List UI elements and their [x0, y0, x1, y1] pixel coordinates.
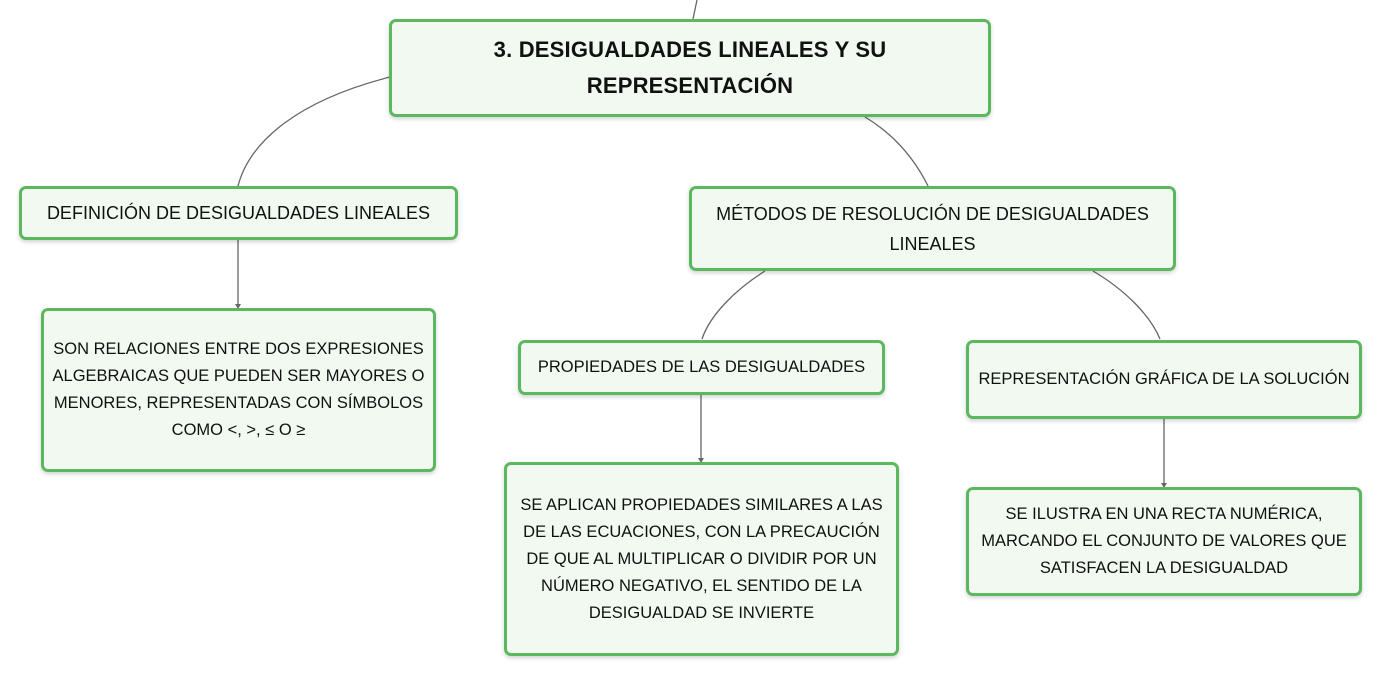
connector-root-to-metodos [864, 116, 929, 187]
arrowhead-propiedades-detail [698, 458, 704, 463]
arrowhead-representacion-detail [1161, 483, 1167, 488]
root-node[interactable]: 3. DESIGUALDADES LINEALES Y SU REPRESENT… [389, 19, 991, 117]
connector-metodos-to-propiedades [701, 270, 766, 340]
representacion-title: REPRESENTACIÓN GRÁFICA DE LA SOLUCIÓN [978, 370, 1350, 388]
connector-parent-to-root [692, 0, 698, 20]
definicion-node[interactable]: DEFINICIÓN DE DESIGUALDADES LINEALES [19, 186, 458, 240]
propiedades-title: PROPIEDADES DE LAS DESIGUALDADES [537, 358, 866, 376]
definicion-detail-node[interactable]: SON RELACIONES ENTRE DOS EXPRESIONES ALG… [41, 308, 436, 472]
connector-root-to-definicion [237, 76, 391, 187]
representacion-detail-text: SE ILUSTRA EN UNA RECTA NUMÉRICA, MARCAN… [981, 505, 1347, 577]
root-title-line-2: REPRESENTACIÓN [586, 73, 794, 98]
representacion-detail-node[interactable]: SE ILUSTRA EN UNA RECTA NUMÉRICA, MARCAN… [966, 487, 1362, 596]
arrowhead-definicion-detail [235, 304, 241, 309]
connector-metodos-to-representacion [1092, 270, 1161, 340]
propiedades-node[interactable]: PROPIEDADES DE LAS DESIGUALDADES [518, 340, 885, 395]
metodos-node[interactable]: MÉTODOS DE RESOLUCIÓN DE DESIGUALDADES L… [689, 186, 1176, 271]
definicion-detail-text: SON RELACIONES ENTRE DOS EXPRESIONES ALG… [52, 340, 425, 439]
definicion-title: DEFINICIÓN DE DESIGUALDADES LINEALES [46, 203, 431, 223]
metodos-title: MÉTODOS DE RESOLUCIÓN DE DESIGUALDADES L… [716, 203, 1149, 254]
propiedades-detail-text: SE APLICAN PROPIEDADES SIMILARES A LAS D… [520, 495, 883, 622]
propiedades-detail-node[interactable]: SE APLICAN PROPIEDADES SIMILARES A LAS D… [504, 462, 899, 656]
representacion-node[interactable]: REPRESENTACIÓN GRÁFICA DE LA SOLUCIÓN [966, 340, 1362, 419]
root-title-line-1: 3. DESIGUALDADES LINEALES Y SU [493, 37, 887, 62]
